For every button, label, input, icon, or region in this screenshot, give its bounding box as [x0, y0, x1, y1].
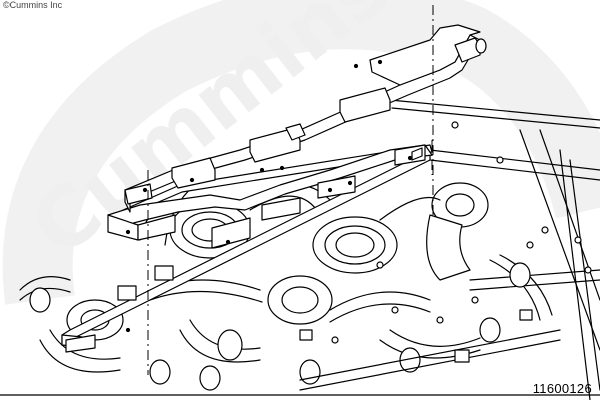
- lower-lifting-bracket: [61, 144, 433, 353]
- turbocharger-housings: [0, 182, 600, 396]
- figure-number: 11600126: [532, 381, 592, 396]
- upper-lifting-bracket: [124, 24, 487, 213]
- engine-frame: [389, 99, 600, 400]
- alignment-lines: [147, 5, 434, 375]
- copyright-text: ©Cummins Inc: [3, 0, 63, 10]
